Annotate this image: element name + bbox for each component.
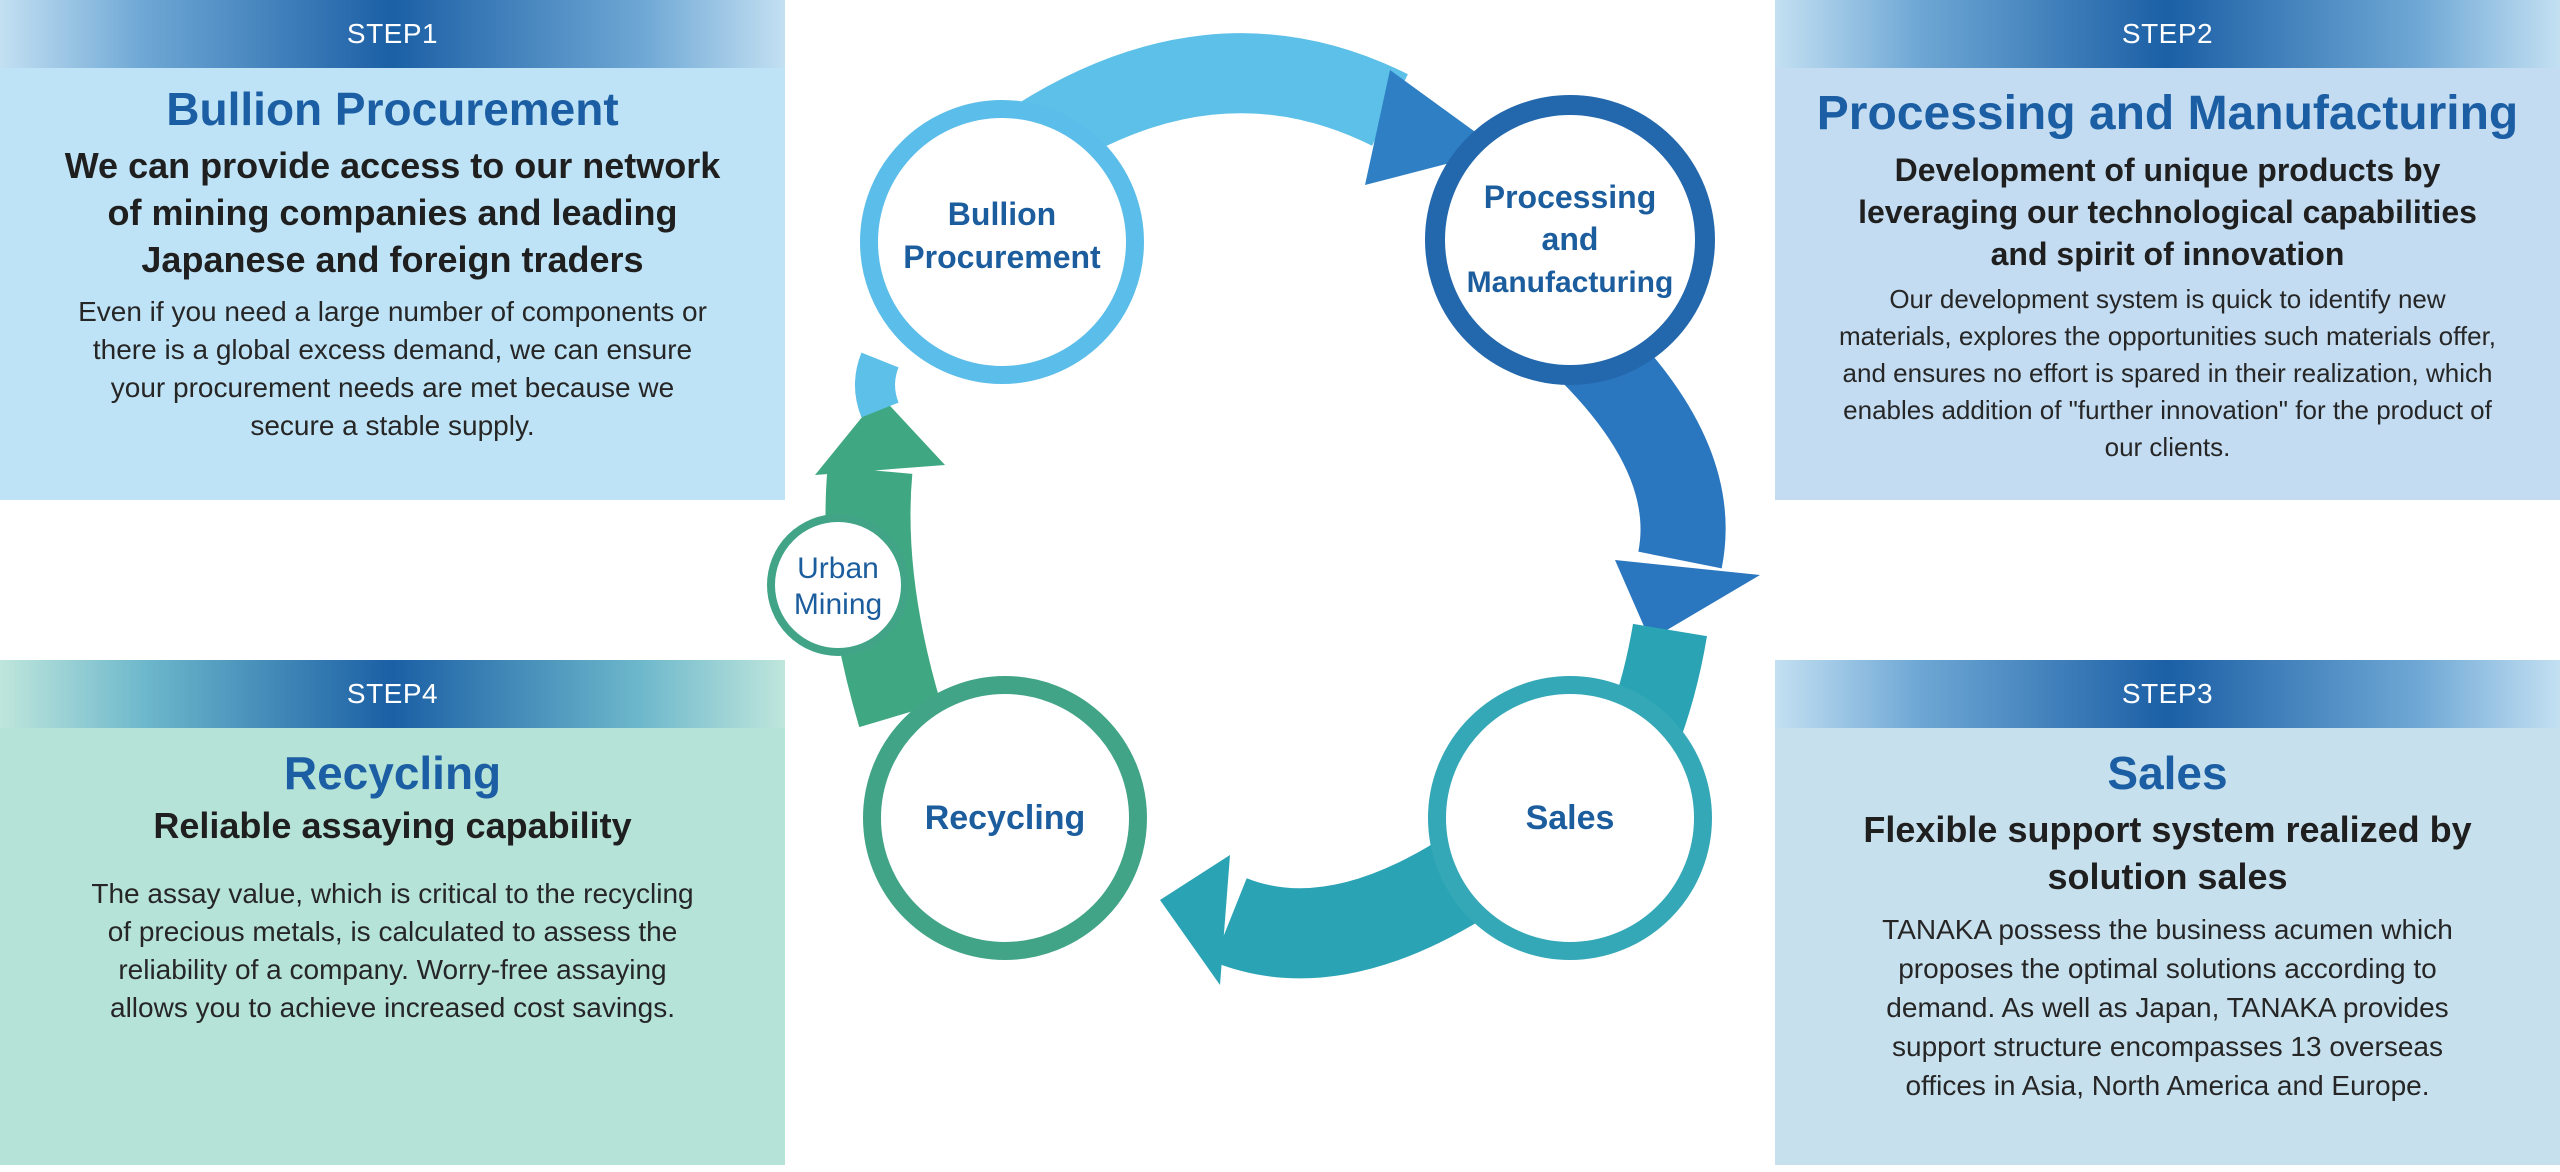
step3-title: Sales	[2107, 747, 2228, 799]
step1-text-line: your procurement needs are met because w…	[110, 372, 675, 403]
step1-title: Bullion Procurement	[166, 83, 619, 135]
step3-subtitle: Flexible support system realized by solu…	[1795, 806, 2540, 900]
urban-mining-label-line2: Mining	[794, 588, 882, 621]
step4-subtitle: Reliable assaying capability	[20, 802, 765, 849]
step1-description: Even if you need a large number of compo…	[24, 293, 761, 445]
arrow-processing-to-sales-body	[1559, 319, 1726, 569]
arrow-sales-to-recycling	[1160, 841, 1484, 985]
step2-text-line: our clients.	[2104, 432, 2231, 462]
step4-text-line: of precious metals, is calculated to ass…	[107, 916, 678, 947]
step3-panel: STEP3 Sales Flexible support system real…	[1775, 660, 2560, 1165]
step1-text-line: Even if you need a large number of compo…	[78, 296, 707, 327]
step2-subtitle-line: Development of unique products by	[1894, 152, 2441, 188]
step1-panel: STEP1 Bullion Procurement We can provide…	[0, 0, 785, 500]
step3-header: STEP3	[1775, 660, 2560, 728]
step1-subtitle: We can provide access to our network of …	[20, 142, 765, 283]
step2-description: Our development system is quick to ident…	[1799, 281, 2536, 466]
arrow-sales-to-recycling-head	[1160, 855, 1230, 985]
arrow-processing-to-sales	[1559, 319, 1760, 640]
step3-subtitle-line: solution sales	[2047, 856, 2288, 897]
step4-description: The assay value, which is critical to th…	[24, 875, 761, 1027]
step1-header: STEP1	[0, 0, 785, 68]
urban-mining-ring	[767, 514, 909, 656]
node-processing-ring	[1425, 95, 1715, 385]
step4-panel: STEP4 Recycling Reliable assaying capabi…	[0, 660, 785, 1165]
step3-description: TANAKA possess the business acumen which…	[1799, 910, 2536, 1105]
node-sales: Sales	[1428, 676, 1712, 960]
step3-subtitle-line: Flexible support system realized by	[1863, 809, 2472, 850]
step4-text-line: The assay value, which is critical to th…	[91, 878, 694, 909]
arrow-sales-to-recycling-body	[1213, 841, 1484, 979]
node-bullion-ring	[860, 100, 1144, 384]
step3-text-line: demand. As well as Japan, TANAKA provide…	[1886, 992, 2449, 1023]
node-recycling-ring	[863, 676, 1147, 960]
step2-text-line: Our development system is quick to ident…	[1889, 284, 2446, 314]
step1-text-line: secure a stable supply.	[250, 410, 535, 441]
step1-subtitle-line: We can provide access to our network	[64, 145, 721, 186]
step2-subtitle-line: leveraging our technological capabilitie…	[1858, 194, 2477, 230]
arrow-processing-to-sales-head	[1615, 560, 1760, 640]
step2-subtitle: Development of unique products by levera…	[1795, 149, 2540, 275]
step2-header: STEP2	[1775, 0, 2560, 68]
node-sales-ring	[1428, 676, 1712, 960]
step2-text-line: materials, explores the opportunities su…	[1838, 321, 2497, 351]
step4-title: Recycling	[283, 747, 502, 799]
step2-title: Processing and Manufacturing	[1816, 87, 2519, 140]
node-processing-label-line1: Processing	[1484, 179, 1657, 215]
node-processing-manufacturing: Processing and Manufacturing	[1425, 95, 1715, 385]
urban-mining-bubble: Urban Mining	[767, 514, 909, 656]
node-processing-label-line2: and	[1542, 221, 1599, 257]
step1-subtitle-line: of mining companies and leading	[107, 192, 678, 233]
arrow-bullion-connector	[855, 352, 899, 418]
step1-subtitle-line: Japanese and foreign traders	[141, 239, 644, 280]
step4-text-line: allows you to achieve increased cost sav…	[110, 992, 675, 1023]
step3-text-line: support structure encompasses 13 oversea…	[1892, 1031, 2443, 1062]
step2-subtitle-line: and spirit of innovation	[1990, 236, 2345, 272]
node-sales-label: Sales	[1526, 799, 1615, 837]
step2-text-line: and ensures no effort is spared in their…	[1842, 358, 2493, 388]
node-recycling-label: Recycling	[925, 799, 1086, 837]
step2-text-line: enables addition of "further innovation"…	[1843, 395, 2492, 425]
urban-mining-label-line1: Urban	[797, 552, 879, 585]
node-recycling: Recycling	[863, 676, 1147, 960]
node-bullion-label-line2: Procurement	[903, 239, 1101, 275]
step4-header: STEP4	[0, 660, 785, 728]
step4-text-line: reliability of a company. Worry-free ass…	[118, 954, 667, 985]
step3-text-line: TANAKA possess the business acumen which	[1882, 914, 2453, 945]
step4-subtitle-line: Reliable assaying capability	[153, 805, 632, 846]
node-bullion-procurement: Bullion Procurement	[860, 100, 1144, 384]
arrow-recycling-to-bullion-head	[815, 395, 945, 475]
step1-text-line: there is a global excess demand, we can …	[92, 334, 693, 365]
node-bullion-label-line1: Bullion	[948, 196, 1056, 232]
step2-panel: STEP2 Processing and Manufacturing Devel…	[1775, 0, 2560, 500]
step3-text-line: proposes the optimal solutions according…	[1898, 953, 2437, 984]
node-processing-label-line3: Manufacturing	[1467, 266, 1674, 299]
step3-text-line: offices in Asia, North America and Europ…	[1905, 1070, 2430, 1101]
